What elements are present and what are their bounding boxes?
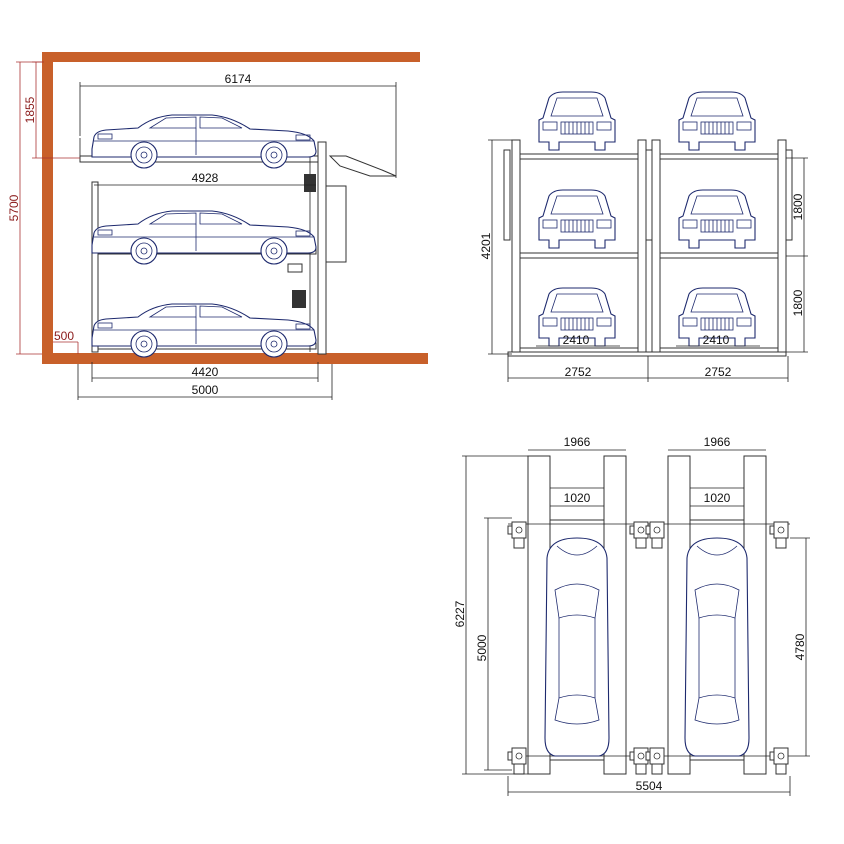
- front-post-4: [777, 139, 787, 355]
- dim-gap-left: 1020: [564, 491, 591, 505]
- dim-length-outer: 6227: [453, 600, 467, 627]
- hydraulic-unit-lower: [292, 290, 306, 308]
- dim-inner-left: 2410: [563, 333, 590, 347]
- dim-total-width: 5000: [192, 383, 219, 397]
- dim-deck-width: 4928: [192, 171, 219, 185]
- dim-post-right: 1966: [704, 435, 731, 449]
- floor-wall: [42, 353, 428, 364]
- dim-gap-right: 1020: [704, 491, 731, 505]
- front-post-1: [511, 139, 521, 355]
- front-post: [317, 141, 327, 355]
- drive-ramp: [328, 155, 397, 177]
- front-view: 4201 1800 1800 2410 2410 2752 2752: [479, 91, 808, 382]
- left-wall: [42, 52, 53, 364]
- dim-base-width: 4420: [192, 365, 219, 379]
- dim-level-upper: 1800: [791, 193, 805, 220]
- dim-post-left: 1966: [564, 435, 591, 449]
- car-front-4: [678, 189, 756, 249]
- dim-total-height: 5700: [7, 194, 21, 221]
- dim-bay-right: 2752: [705, 365, 732, 379]
- hydraulic-unit-upper: [304, 174, 316, 192]
- dim-front-height: 4201: [479, 232, 493, 259]
- dim-car-length: 4780: [793, 633, 807, 660]
- car-front-3: [538, 189, 616, 249]
- car-middle-side: [91, 210, 317, 265]
- side-view: 6174 4928 4420 5000 1855 5700 500: [7, 52, 428, 400]
- car-plan-left: [544, 537, 610, 757]
- ceiling-wall: [42, 52, 420, 62]
- dim-length-inner: 5000: [475, 634, 489, 661]
- car-plan-right: [684, 537, 750, 757]
- car-front-2: [678, 91, 756, 151]
- dim-top-width: 6174: [225, 72, 252, 86]
- plan-view: 1966 1966 1020 1020 6227 5000 4780 5504: [453, 435, 810, 796]
- dim-level-lower: 1800: [791, 289, 805, 316]
- rear-post: [91, 181, 99, 353]
- motor-box: [325, 185, 347, 263]
- dim-plan-total-width: 5504: [636, 779, 663, 793]
- dim-bay-left: 2752: [565, 365, 592, 379]
- dim-clearance-top: 1855: [23, 96, 37, 123]
- front-post-3: [651, 139, 661, 355]
- car-front-1: [538, 91, 616, 151]
- dim-inner-right: 2410: [703, 333, 730, 347]
- front-post-2: [637, 139, 647, 355]
- dim-pit: 500: [54, 329, 74, 343]
